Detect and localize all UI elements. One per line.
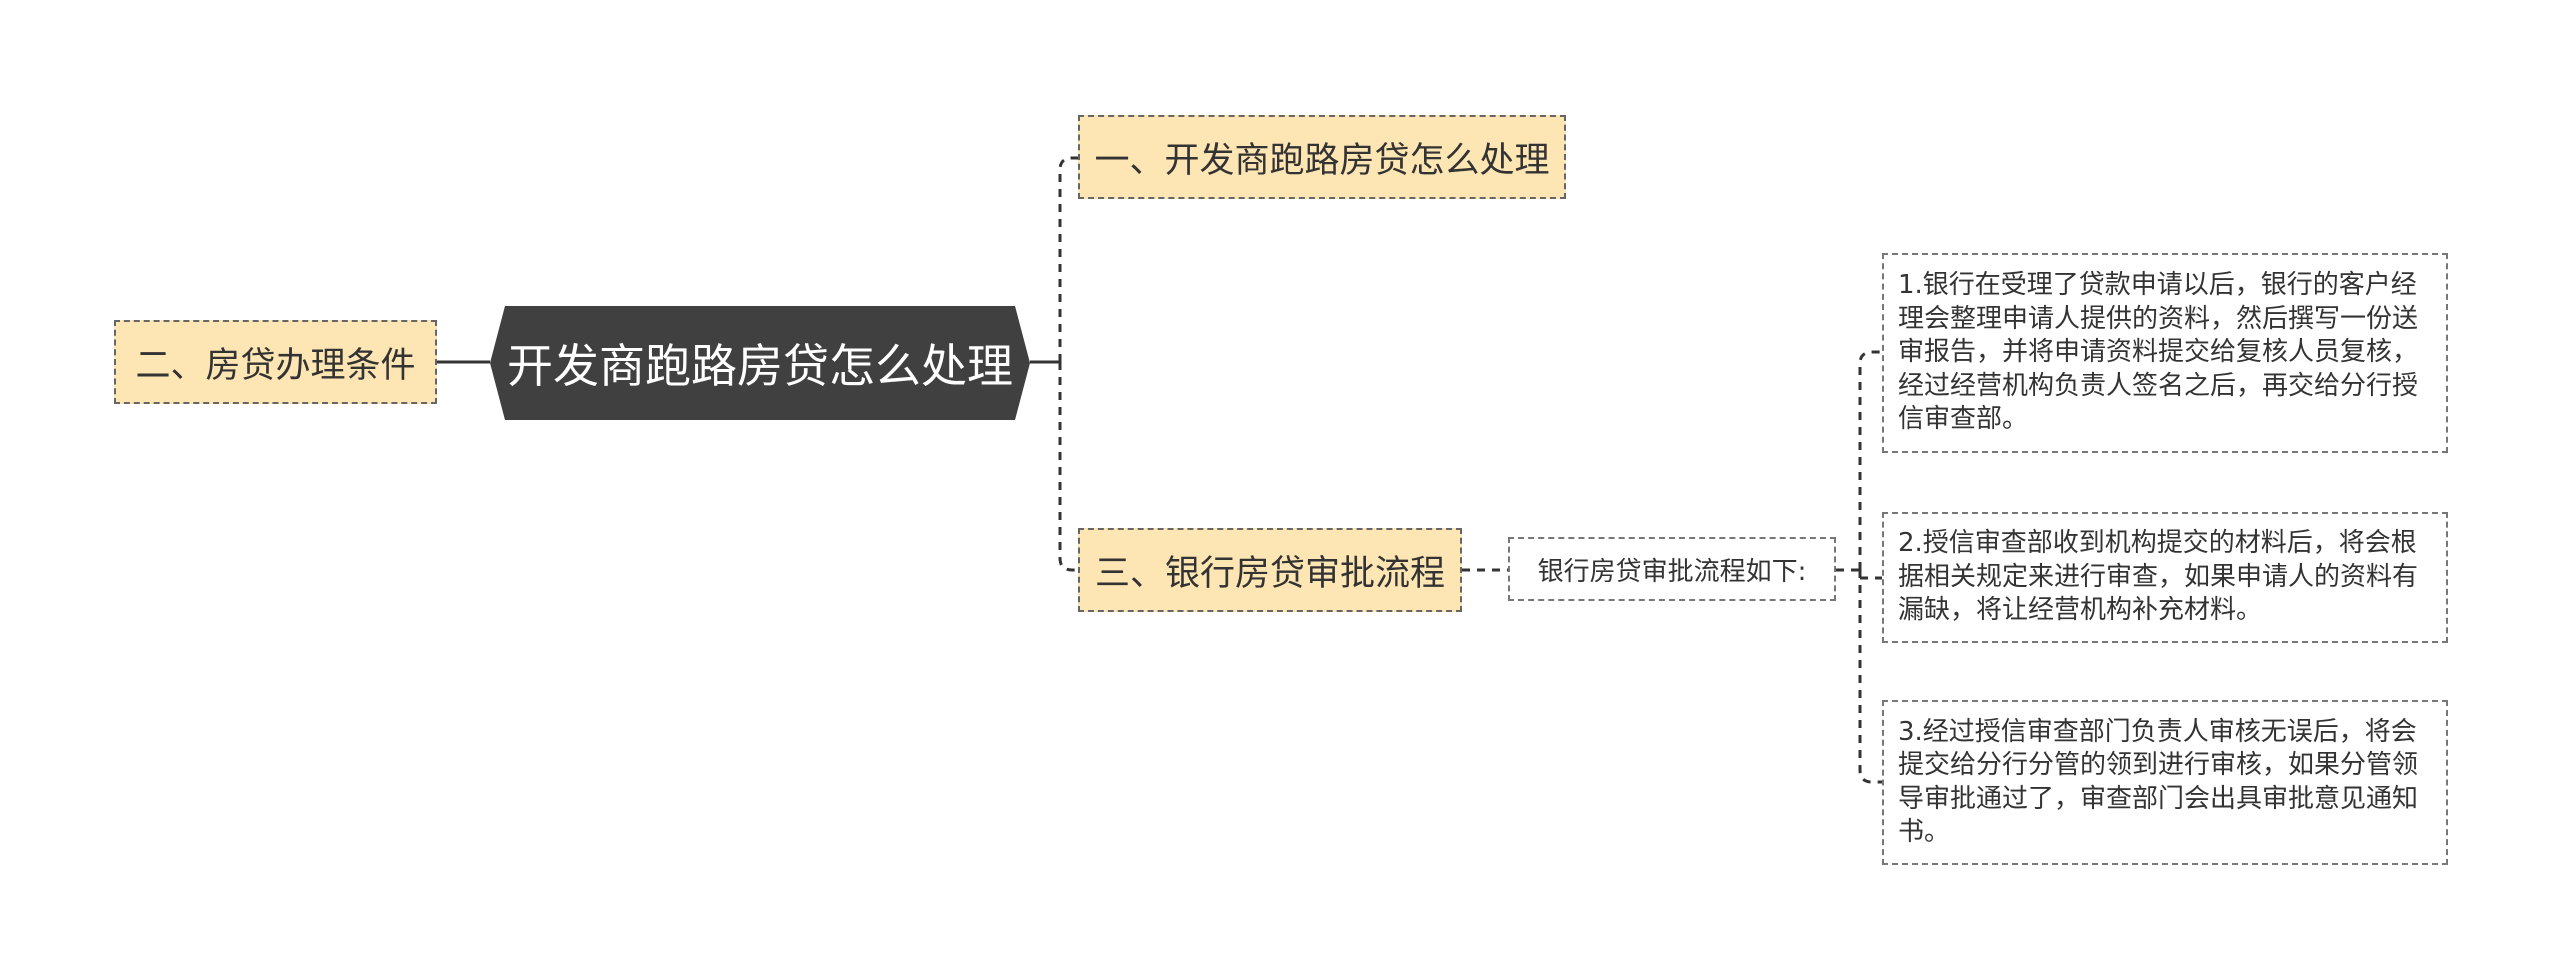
detail-step-1-text: 1.银行在受理了贷款申请以后，银行的客户经理会整理申请人提供的资料，然后撰写一份… [1898, 270, 2419, 435]
detail-step-1[interactable]: 1.银行在受理了贷款申请以后，银行的客户经理会整理申请人提供的资料，然后撰写一份… [1882, 253, 2448, 453]
branch-right-1-label: 一、开发商跑路房贷怎么处理 [1094, 140, 1550, 181]
approval-flow-node[interactable]: 银行房贷审批流程如下: [1508, 537, 1836, 601]
root-node-label[interactable]: 开发商跑路房贷怎么处理 [507, 339, 1013, 393]
detail-step-3-text: 3.经过授信审查部门负责人审核无误后，将会提交给分行分管的领到进行审核，如果分管… [1898, 716, 2419, 848]
branch-right-3-node[interactable]: 三、银行房贷审批流程 [1078, 528, 1462, 612]
detail-step-2-text: 2.授信审查部收到机构提交的材料后，将会根据相关规定来进行审查，如果申请人的资料… [1898, 528, 2419, 626]
branch-left-label: 二、房贷办理条件 [135, 345, 416, 386]
approval-flow-label: 银行房贷审批流程如下: [1537, 556, 1807, 587]
branch-right-1-node[interactable]: 一、开发商跑路房贷怎么处理 [1078, 115, 1566, 199]
detail-step-3[interactable]: 3.经过授信审查部门负责人审核无误后，将会提交给分行分管的领到进行审核，如果分管… [1882, 700, 2448, 865]
detail-step-2[interactable]: 2.授信审查部收到机构提交的材料后，将会根据相关规定来进行审查，如果申请人的资料… [1882, 512, 2448, 643]
root-hexagon [490, 306, 1030, 420]
connector-trunk-lower [1058, 362, 1078, 572]
connector-trunk-upper [1058, 156, 1078, 362]
connector-detail-1 [1858, 350, 1882, 570]
connector-detail-3 [1858, 570, 1882, 784]
branch-left-node[interactable]: 二、房贷办理条件 [114, 320, 437, 404]
branch-right-3-label: 三、银行房贷审批流程 [1094, 553, 1445, 594]
